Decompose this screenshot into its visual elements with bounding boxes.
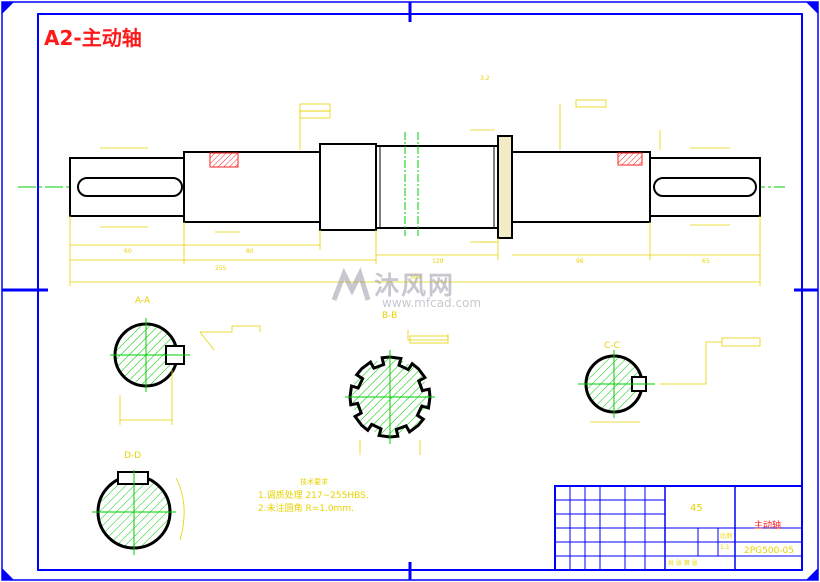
svg-text:3.2: 3.2	[480, 75, 490, 82]
section-a-a	[110, 318, 261, 425]
svg-text:504: 504	[410, 274, 422, 281]
section-label-b-b: B-B	[382, 311, 398, 321]
watermark-brand: 沐风网	[374, 271, 456, 300]
title-block-material: 45	[690, 503, 703, 514]
drawing-title: A2-主动轴	[44, 26, 142, 50]
dimensions	[69, 99, 761, 286]
svg-text:96: 96	[576, 258, 584, 265]
svg-text:255: 255	[215, 265, 227, 272]
section-b-b	[345, 330, 449, 455]
title-block-scale-label: 比例	[720, 533, 733, 540]
title-block-part-name: 主动轴	[754, 521, 782, 531]
section-d-d	[92, 470, 185, 555]
watermark-url: www.mfcad.com	[382, 296, 482, 310]
watermark-logo-icon	[331, 267, 371, 301]
tech-requirement-2: 2.未注圆角 R=1.0mm.	[258, 504, 354, 514]
section-label-d-d: D-D	[124, 451, 142, 461]
svg-text:120: 120	[432, 258, 444, 265]
dimension-values: 60 80 255 120 96 65 504 3.2	[124, 75, 710, 281]
svg-text:60: 60	[124, 248, 132, 255]
tech-requirements-heading: 技术要求	[300, 478, 328, 486]
svg-text:80: 80	[246, 248, 254, 255]
title-block-sheet: 共 张 第 张	[668, 560, 698, 567]
section-label-c-c: C-C	[604, 341, 620, 351]
title-block-scale-value: 1:1	[720, 544, 730, 551]
shaft-main-view	[18, 132, 785, 239]
tech-requirement-1: 1.调质处理 217~255HBS.	[258, 491, 369, 501]
title-block-drawing-no: 2PG500-05	[744, 546, 795, 556]
svg-text:65: 65	[702, 258, 710, 265]
section-c-c	[578, 337, 761, 423]
section-label-a-a: A-A	[135, 296, 151, 306]
title-block	[554, 485, 803, 571]
